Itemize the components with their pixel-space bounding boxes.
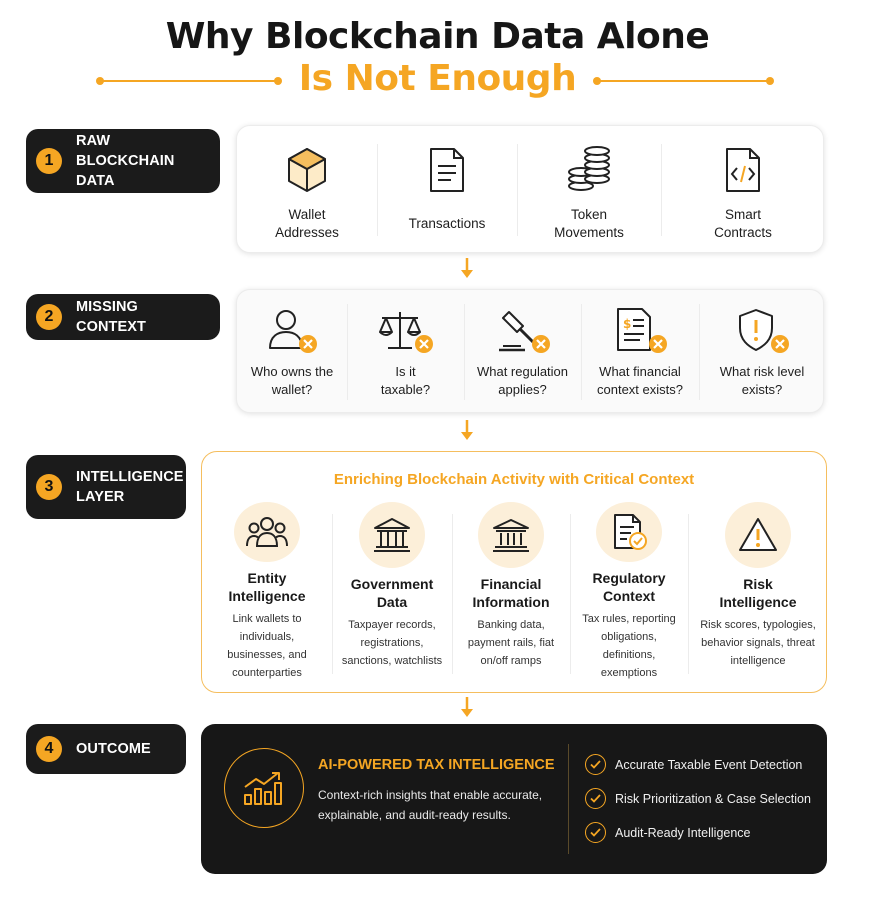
divider	[568, 744, 569, 854]
raw-item-tokens: Token Movements	[517, 126, 661, 252]
intel-item-desc: Risk scores, typologies, behavior signal…	[700, 619, 816, 667]
growth-chart-icon	[224, 748, 304, 828]
outcome-desc: Context-rich insights that enable accura…	[318, 788, 543, 822]
divider	[332, 514, 333, 674]
intel-item-title: Government Data	[350, 576, 434, 610]
intel-item-desc: Link wallets to individuals, businesses,…	[227, 613, 307, 679]
divider	[581, 304, 582, 400]
person-icon	[269, 310, 317, 353]
bank-icon	[478, 502, 544, 568]
raw-item-label: Token Movements	[554, 207, 624, 240]
step-label: INTELLIGENCE LAYER	[76, 469, 184, 505]
intel-item-desc: Taxpayer records, registrations, sanctio…	[341, 619, 443, 667]
raw-item-label: Transactions	[408, 216, 486, 231]
missing-item-owner: Who owns the wallet?	[237, 290, 347, 412]
gavel-icon	[498, 311, 550, 353]
document-icon	[430, 148, 464, 192]
cube-icon	[288, 148, 326, 192]
scales-icon	[378, 312, 433, 353]
title-rule-left	[96, 77, 282, 85]
missing-item-risk: What risk level exists?	[699, 290, 825, 412]
checklist-item: Accurate Taxable Event Detection	[585, 754, 802, 775]
intel-item-financial: Financial Information Banking data, paym…	[452, 502, 570, 682]
coins-icon	[568, 146, 610, 191]
divider	[517, 144, 518, 236]
missing-item-label: Is it taxable?	[380, 364, 431, 397]
checklist-text: Risk Prioritization & Case Selection	[615, 791, 811, 806]
page-title: Why Blockchain Data Alone	[165, 16, 710, 57]
down-arrow-icon	[461, 420, 473, 440]
intelligence-card: Enriching Blockchain Activity with Criti…	[201, 451, 827, 693]
step-3-pill: 3 INTELLIGENCE LAYER	[26, 455, 186, 519]
intel-item-government: Government Data Taxpayer records, regist…	[332, 502, 452, 682]
missing-item-label: Who owns the wallet?	[250, 364, 334, 397]
down-arrow-icon	[461, 258, 473, 278]
document-check-icon	[596, 502, 662, 562]
group-icon	[234, 502, 300, 562]
down-arrow-icon	[461, 697, 473, 717]
intel-item-desc: Tax rules, reporting obligations, defini…	[582, 613, 676, 679]
divider	[452, 514, 453, 674]
outcome-title: AI-POWERED TAX INTELLIGENCE	[318, 757, 555, 773]
check-icon	[585, 754, 606, 775]
divider	[570, 514, 571, 674]
intel-item-desc: Banking data, payment rails, fiat on/off…	[467, 619, 555, 667]
raw-item-label: Smart Contracts	[714, 207, 772, 240]
check-icon	[585, 788, 606, 809]
shield-alert-icon	[739, 309, 789, 353]
step-4-pill: 4 OUTCOME	[26, 724, 186, 774]
intel-item-entity: Entity Intelligence Link wallets to indi…	[202, 502, 332, 682]
code-file-icon	[726, 148, 760, 192]
step-label: MISSING CONTEXT	[76, 299, 146, 335]
intel-item-title: Financial Information	[472, 576, 550, 610]
raw-item-label: Wallet Addresses	[275, 207, 339, 240]
divider	[661, 144, 662, 236]
step-number: 2	[36, 304, 62, 330]
intel-item-risk: Risk Intelligence Risk scores, typologie…	[688, 502, 828, 682]
intelligence-heading: Enriching Blockchain Activity with Criti…	[333, 471, 695, 488]
divider	[347, 304, 348, 400]
checklist-text: Audit-Ready Intelligence	[615, 825, 751, 840]
intel-item-title: Entity Intelligence	[228, 570, 306, 604]
step-label: OUTCOME	[76, 741, 151, 757]
raw-item-wallet: Wallet Addresses	[237, 126, 377, 252]
warning-triangle-icon	[725, 502, 791, 568]
invoice-icon: $	[617, 308, 667, 353]
raw-item-contracts: Smart Contracts	[661, 126, 825, 252]
step-number: 3	[36, 474, 62, 500]
missing-item-regulation: What regulation applies?	[464, 290, 581, 412]
intel-item-title: Regulatory Context	[592, 570, 666, 604]
step-number: 1	[36, 148, 62, 174]
missing-item-label: What risk level exists?	[719, 364, 805, 397]
check-icon	[585, 822, 606, 843]
title-rule-right	[593, 77, 774, 85]
missing-item-label: What regulation applies?	[476, 364, 569, 397]
raw-data-card: Wallet Addresses Transactions Token Move…	[236, 125, 824, 253]
svg-text:$: $	[623, 317, 631, 331]
missing-item-taxable: Is it taxable?	[347, 290, 464, 412]
divider	[699, 304, 700, 400]
step-number: 4	[36, 736, 62, 762]
checklist-item: Risk Prioritization & Case Selection	[585, 788, 811, 809]
page-subtitle: Is Not Enough	[298, 58, 577, 99]
raw-item-transactions: Transactions	[377, 126, 517, 252]
missing-item-financial: $ What financial context exists?	[581, 290, 699, 412]
government-building-icon	[359, 502, 425, 568]
missing-item-label: What financial context exists?	[597, 364, 683, 397]
checklist-item: Audit-Ready Intelligence	[585, 822, 751, 843]
step-label: RAW BLOCKCHAIN DATA	[76, 133, 175, 189]
checklist-text: Accurate Taxable Event Detection	[615, 757, 803, 772]
outcome-panel: AI-POWERED TAX INTELLIGENCE Context-rich…	[201, 724, 827, 874]
intel-item-title: Risk Intelligence	[719, 576, 797, 610]
step-2-pill: 2 MISSING CONTEXT	[26, 294, 220, 340]
step-1-pill: 1 RAW BLOCKCHAIN DATA	[26, 129, 220, 193]
intel-item-regulatory: Regulatory Context Tax rules, reporting …	[570, 502, 688, 682]
divider	[688, 514, 689, 674]
divider	[377, 144, 378, 236]
missing-context-card: Who owns the wallet? Is it taxable? What…	[236, 289, 824, 413]
divider	[464, 304, 465, 400]
